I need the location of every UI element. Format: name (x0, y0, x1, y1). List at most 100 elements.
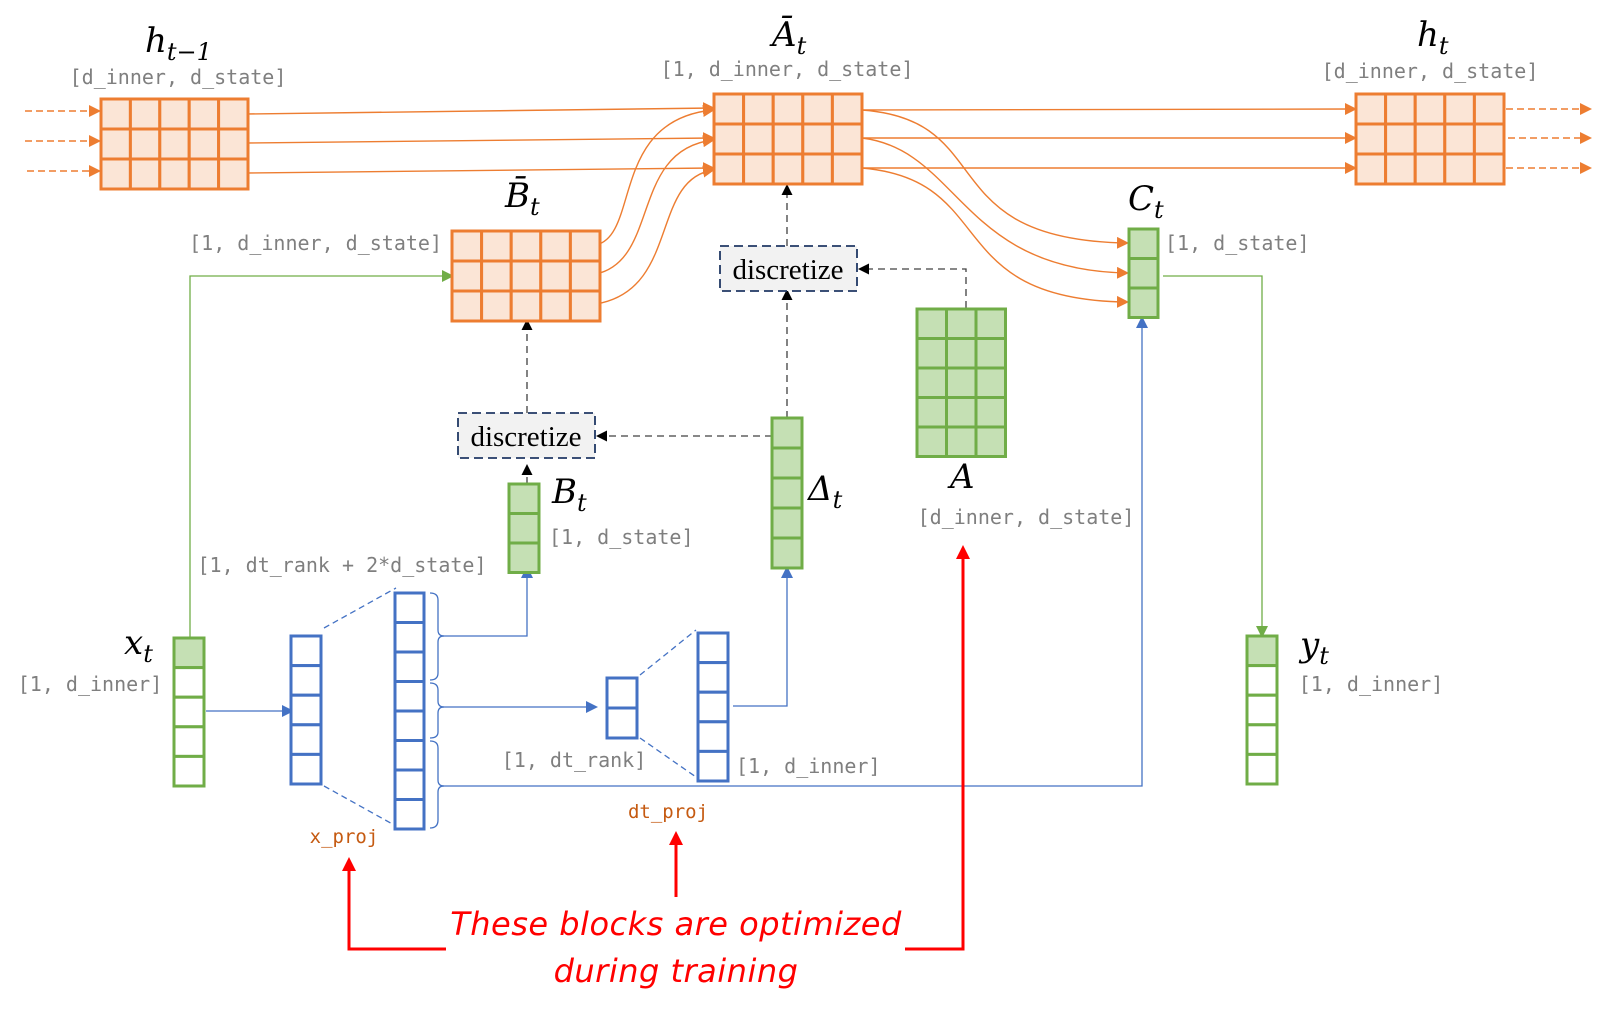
x-proj-to-b-t-arrow (441, 566, 533, 637)
h-prev-matrix-cell (187, 127, 221, 161)
h-prev-matrix-cell (128, 97, 162, 131)
delta-t-label: Δt (806, 469, 843, 514)
x-t-vector (172, 636, 206, 788)
b-t-vector-cell (507, 512, 541, 545)
a-matrix-cell (974, 396, 1007, 429)
a-bar-matrix-cell (801, 92, 834, 126)
h-prev-matrix-cell (128, 157, 162, 191)
annotation-arrow-a (905, 545, 970, 951)
annotation-arrows (342, 545, 970, 951)
a-bar-matrix-cell (742, 92, 775, 126)
a-matrix-cell (945, 337, 978, 370)
b-bar-matrix-cell (568, 289, 602, 323)
h-prev-label: ht−1 (145, 21, 212, 66)
green-flow-lines (189, 270, 1268, 642)
y-t-vector (1245, 634, 1279, 786)
h-prev-matrix-cell (158, 157, 191, 191)
delta-t-vector-cell (770, 506, 804, 540)
b-t-vector-cell (507, 482, 541, 515)
a-bar-matrix-cell (712, 92, 746, 126)
a-to-discretize-arrow (858, 263, 967, 308)
b-t-vector (507, 482, 541, 574)
h-prev-matrix-cell (187, 157, 221, 191)
x-proj-input-vector-cell (289, 752, 323, 786)
x-proj-input-vector (289, 634, 323, 786)
x-t-vector-cell (172, 666, 206, 699)
h-t-matrix-cell (1354, 92, 1388, 126)
x-t-label: xt (124, 623, 153, 668)
annotation-line-1: These blocks are optimized (450, 905, 902, 943)
h-t-matrix-cell (1472, 92, 1506, 126)
orange-flow-lines (25, 102, 1592, 308)
h-t-matrix-cell (1413, 152, 1447, 186)
x-t-vector-cell (172, 636, 206, 670)
x-proj-label: x_proj (310, 826, 379, 848)
y-t-label: yt (1298, 625, 1329, 670)
c-t-label: Ct (1128, 179, 1164, 224)
b-bar-to-a-bar-curve (595, 105, 715, 246)
a-matrix-cell (945, 366, 978, 399)
x-proj-output-vector-cell (393, 680, 426, 713)
a-bar-to-h-t-arrow (861, 103, 1357, 116)
b-bar-label: B̄t (504, 175, 540, 221)
x-proj-input-vector-cell (289, 664, 323, 697)
x-proj-out-shape: [1, dt_rank + 2*d_state] (198, 553, 487, 577)
brace-c-part (429, 740, 445, 829)
c-t-vector-cell (1127, 286, 1160, 319)
blue-flow-lines (206, 316, 1148, 829)
b-bar-matrix-cell (450, 289, 484, 323)
h-t-matrix-cell (1384, 122, 1417, 156)
y-t-shape: [1, d_inner] (1299, 672, 1444, 696)
b-bar-matrix-cell (480, 229, 513, 263)
dt-proj-input-vector-cell (605, 676, 639, 710)
h-t-matrix-cell (1354, 152, 1388, 186)
h-t-shape: [d_inner, d_state] (1322, 59, 1539, 83)
b-bar-to-a-bar-curve (595, 165, 715, 305)
b-bar-matrix-cell (509, 259, 543, 293)
b-bar-matrix-cell (539, 229, 572, 263)
h-t-matrix-cell (1413, 122, 1447, 156)
c-t-vector (1127, 227, 1160, 319)
a-bar-matrix-cell (712, 122, 746, 156)
a-matrix-cell (915, 425, 948, 458)
annotation-arrow-x-proj (342, 857, 446, 951)
a-matrix-cell (915, 366, 948, 399)
dashed-black-lines (521, 184, 967, 484)
b-bar-matrix-cell (509, 229, 543, 263)
b-t-label: Bt (551, 472, 587, 517)
b-bar-matrix-cell (509, 289, 543, 323)
b-bar-matrix-cell (480, 259, 513, 293)
x-proj-input-vector-cell (289, 634, 323, 668)
b-bar-matrix-cell (539, 259, 572, 293)
b-bar-matrix-cell (568, 259, 602, 293)
a-matrix-cell (915, 307, 948, 340)
a-bar-matrix-cell (771, 122, 805, 156)
a-bar-to-c-t-curve (861, 109, 1129, 249)
h-prev-matrix-cell (128, 127, 162, 161)
b-t-vector-cell (507, 541, 541, 574)
x-proj-output-vector-cell (393, 709, 426, 742)
x-proj-output-vector-cell (393, 591, 426, 624)
x-proj-to-c-t-arrow (441, 316, 1148, 787)
a-bar-matrix-cell (801, 122, 834, 156)
b-bar-to-a-bar-curve (595, 135, 715, 275)
y-t-vector-cell (1245, 634, 1279, 668)
h-t-matrix (1354, 92, 1506, 186)
x-proj-output-vector-cell (393, 798, 426, 831)
a-bar-matrix-cell (830, 152, 864, 186)
b-bar-shape: [1, d_inner, d_state] (189, 231, 442, 255)
x-t-vector-cell (172, 725, 206, 758)
c-t-to-y-t-arrow (1163, 275, 1268, 638)
annotation-line-2: during training (554, 952, 799, 990)
brace-dt-part (429, 682, 445, 739)
h-prev-matrix-cell (217, 127, 250, 161)
y-t-vector-cell (1245, 664, 1279, 697)
a-bar-to-c-t-curve (861, 167, 1129, 308)
h-prev-matrix-cell (99, 157, 132, 191)
a-matrix-cell (974, 307, 1007, 340)
y-t-vector-cell (1245, 723, 1279, 756)
x-proj-expand-line (323, 785, 397, 827)
a-matrix-cell (974, 366, 1007, 399)
dt-proj-output-vector (696, 631, 730, 783)
